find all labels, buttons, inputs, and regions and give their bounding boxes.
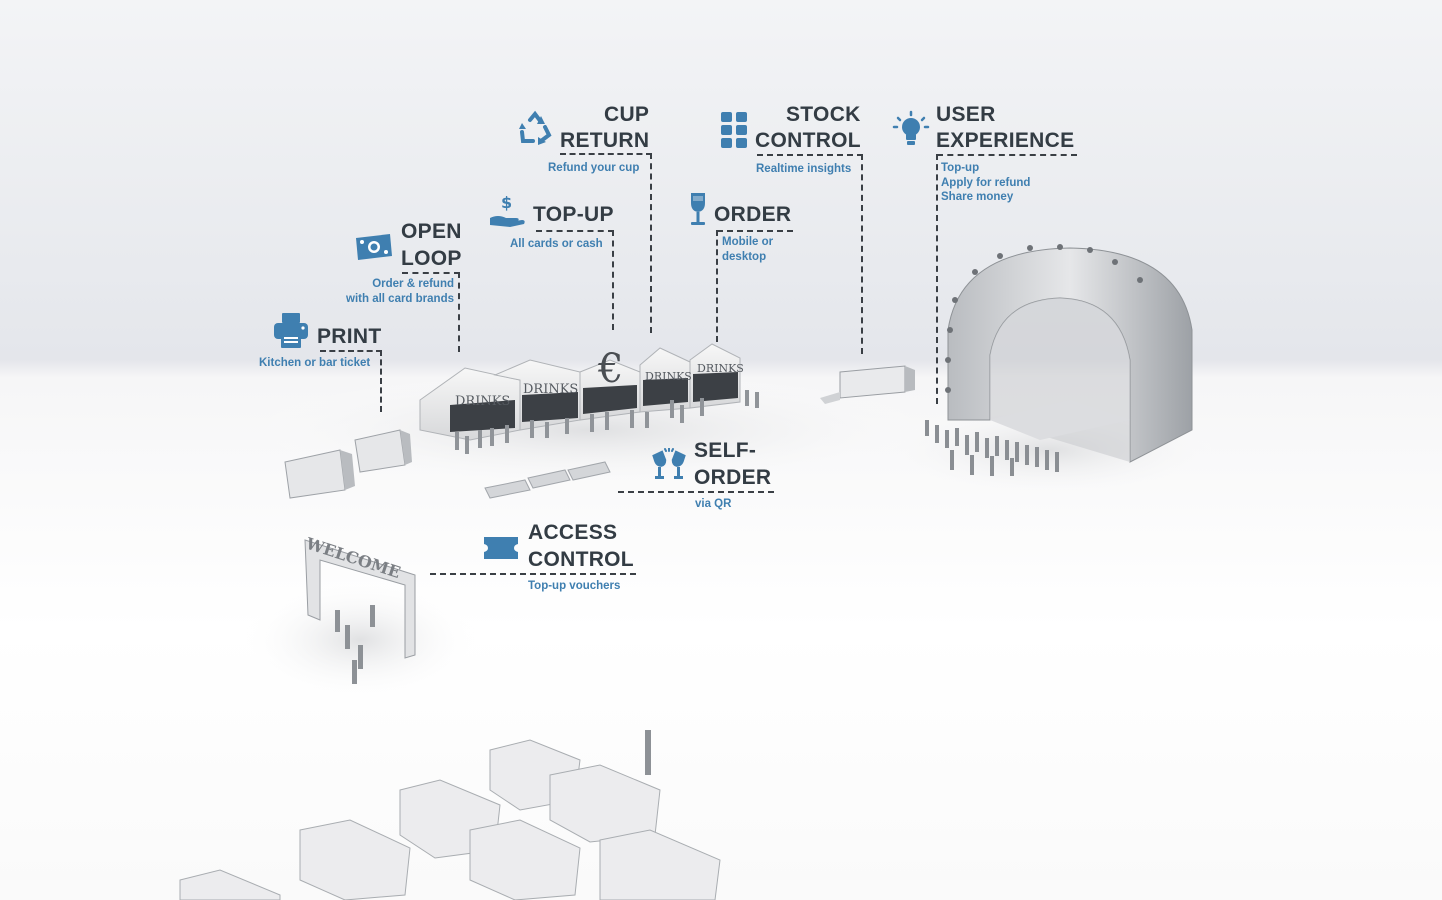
open-loop-title-1: OPEN [401, 220, 462, 243]
connector-stock-control-h [757, 154, 863, 156]
user-experience-subtitle-2: Apply for refund [941, 176, 1031, 189]
booth-sign-2: DRINKS [523, 382, 578, 397]
connector-user-experience-v [936, 154, 938, 404]
order-subtitle-2: desktop [722, 250, 767, 263]
connector-open-loop-h [402, 272, 460, 274]
user-experience-title-2: EXPERIENCE [936, 129, 1075, 152]
connector-cup-return-v [650, 153, 652, 333]
connector-self-order-h [618, 491, 774, 493]
stage-crowd [925, 420, 1059, 476]
cheers-icon [652, 448, 686, 479]
connector-print-h [320, 350, 382, 352]
connector-print-v [380, 350, 382, 412]
user-experience-subtitles: Top-up Apply for refund Share money [941, 161, 1030, 205]
order-title: ORDER [714, 203, 792, 226]
self-order-title-1: SELF- [694, 439, 757, 462]
stock-control-subtitle: Realtime insights [756, 163, 852, 175]
connector-cup-return-h [560, 153, 652, 155]
access-control-subtitle: Top-up vouchers [528, 580, 621, 592]
lightbulb-icon [892, 110, 930, 145]
banknote-icon [356, 234, 392, 260]
connector-order-v [716, 230, 718, 342]
connector-stock-control-v [861, 154, 863, 354]
booth-sign-4: DRINKS [697, 362, 744, 375]
cup-return-subtitle: Refund your cup [548, 162, 640, 174]
print-title: PRINT [317, 325, 382, 348]
food-trucks [284, 429, 412, 499]
euro-sign: € [597, 346, 623, 392]
order-subtitle-1: Mobile or [722, 236, 774, 248]
open-loop-subtitles: Order & refund with all card brands [346, 277, 454, 306]
user-experience-subtitle-3: Share money [941, 191, 1014, 203]
drinks-booths: DRINKS DRINKS DRINKS DRINKS € [419, 343, 744, 441]
stage-arch [945, 244, 1193, 463]
connector-top-up-v [612, 230, 614, 330]
delivery-truck [820, 365, 915, 404]
connector-top-up-h [536, 230, 614, 232]
wine-glass-icon [691, 193, 705, 225]
user-experience-subtitle-1: Top-up [941, 162, 980, 174]
svg-text:$: $ [501, 194, 512, 212]
hand-coin-icon: $ [490, 194, 525, 227]
connector-user-experience-h [937, 154, 1077, 156]
top-up-subtitle: All cards or cash [510, 238, 603, 250]
booth-crowd [455, 390, 759, 454]
tent-field [179, 730, 721, 900]
stock-control-title-1: STOCK [786, 103, 861, 126]
open-loop-subtitle-2: with all card brands [346, 292, 454, 305]
open-loop-subtitle-1: Order & refund [372, 278, 454, 290]
connector-order-h [717, 230, 793, 232]
cup-return-title-1: CUP [604, 103, 650, 126]
self-order-title-2: ORDER [694, 466, 772, 489]
self-order-subtitle: via QR [695, 498, 732, 510]
recycle-icon [519, 110, 552, 145]
connector-open-loop-v [458, 272, 460, 352]
cup-return-title-2: RETURN [560, 129, 650, 152]
grid-icon [721, 112, 747, 148]
top-up-title: TOP-UP [533, 203, 614, 226]
access-control-title-2: CONTROL [528, 548, 634, 571]
order-subtitles: Mobile or desktop [722, 235, 773, 264]
stock-control-title-2: CONTROL [755, 129, 861, 152]
printer-icon [274, 313, 308, 348]
access-control-title-1: ACCESS [528, 521, 618, 544]
booth-sign-1: DRINKS [455, 394, 510, 409]
picnic-tables [484, 461, 611, 499]
user-experience-title-1: USER [936, 103, 996, 126]
print-subtitle: Kitchen or bar ticket [259, 357, 371, 369]
booth-sign-3: DRINKS [645, 370, 692, 383]
open-loop-title-2: LOOP [401, 247, 462, 270]
connector-access-control-h [430, 573, 636, 575]
ticket-icon [484, 537, 518, 559]
